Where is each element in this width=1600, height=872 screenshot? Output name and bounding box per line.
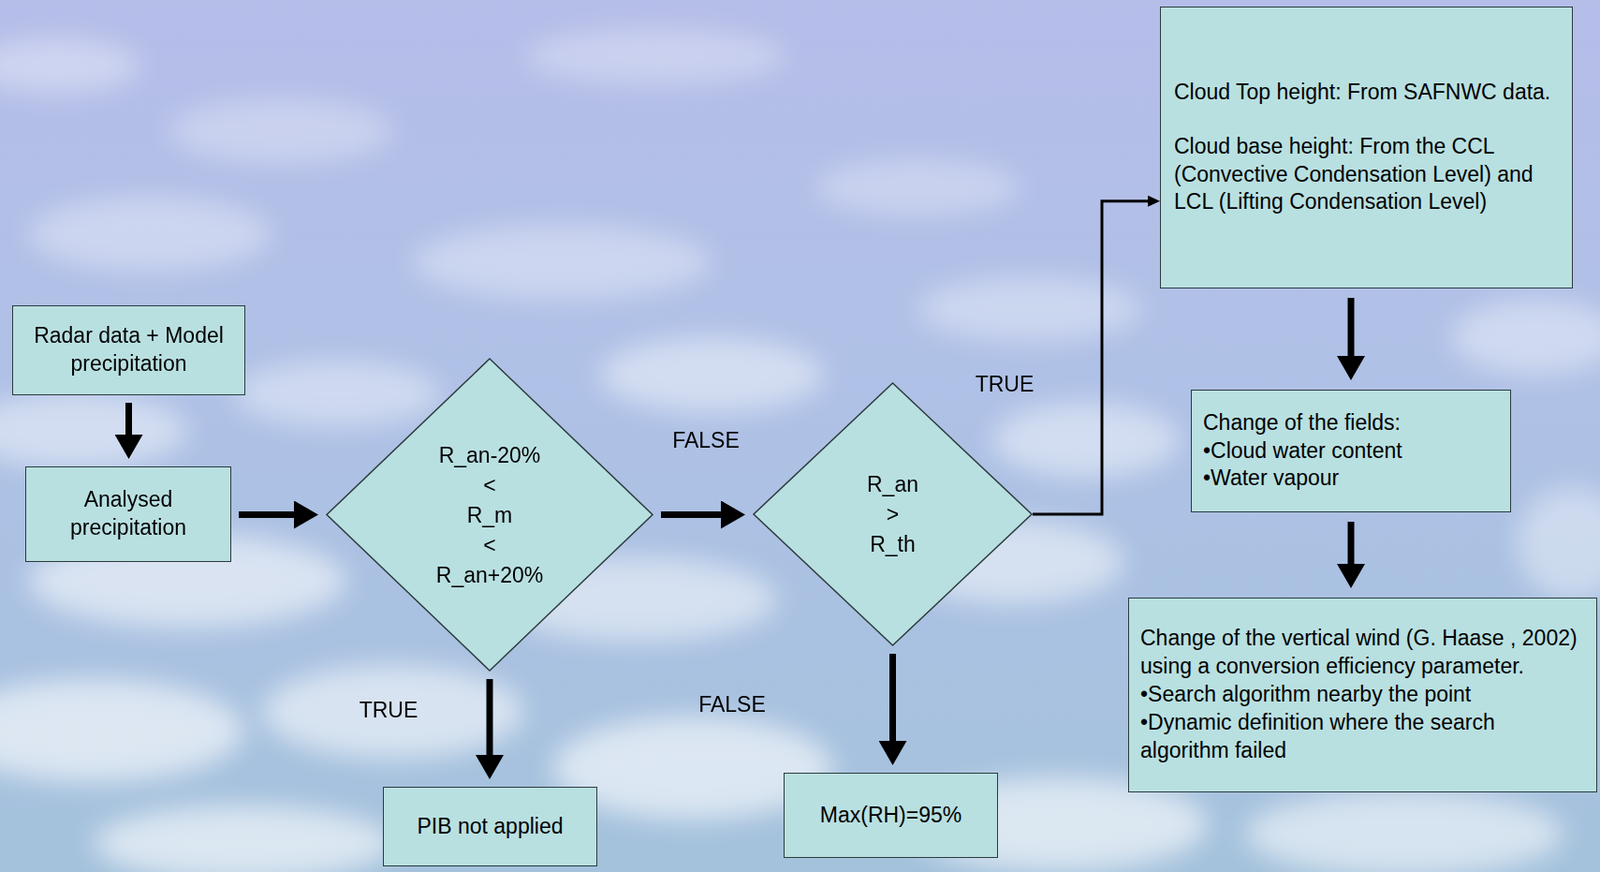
process-box: Analysed precipitation [25, 466, 232, 562]
box-text: •Search algorithm nearby the point [1140, 680, 1586, 709]
box-text: Change of the vertical wind (G. Haase , … [1140, 624, 1586, 681]
input-box: Radar data + Model precipitation [12, 305, 246, 396]
branch-label: TRUE [975, 371, 1035, 397]
condition-text: R_an > R_th [866, 469, 919, 559]
branch-label: FALSE [698, 691, 766, 718]
decision-diamond: R_an-20% < R_m < R_an+20% [325, 357, 654, 672]
box-text: •Cloud water content [1203, 437, 1499, 466]
process-box: Change of the fields:•Cloud water conten… [1190, 389, 1512, 513]
branch-label: FALSE [672, 427, 740, 454]
box-text: PIB not applied [393, 812, 588, 841]
branch-label: TRUE [359, 697, 419, 723]
decision-diamond: R_an > R_th [752, 381, 1033, 646]
box-text: •Water vapour [1203, 464, 1499, 493]
diamond-shape [753, 382, 1032, 646]
process-box: Cloud Top height: From SAFNWC data. Cloud… [1159, 6, 1573, 289]
flow-arrow [238, 511, 294, 518]
condition-text: R_an-20% < R_m < R_an+20% [436, 440, 544, 590]
flow-arrow [1032, 201, 1148, 514]
flow-arrow [486, 678, 494, 755]
flow-arrow [660, 511, 721, 518]
box-text: Radar data + Model precipitation [22, 322, 235, 379]
terminal-box: Max(RH)=95% [783, 772, 999, 858]
box-text: Cloud base height: From the CCL (Convect… [1174, 132, 1559, 218]
flow-arrow [125, 402, 133, 435]
box-text: •Dynamic definition where the search alg… [1140, 708, 1586, 765]
flow-arrow [1348, 521, 1355, 564]
diamond-shape [326, 358, 653, 671]
process-box: Change of the vertical wind (G. Haase , … [1128, 597, 1598, 793]
terminal-box: PIB not applied [382, 786, 598, 867]
box-text: Cloud Top height: From SAFNWC data. [1174, 78, 1559, 107]
flow-arrow [889, 653, 896, 741]
box-text: Analysed precipitation [35, 485, 221, 543]
flow-arrow [1348, 297, 1355, 356]
box-text: Max(RH)=95% [793, 801, 988, 830]
box-text: Change of the fields: [1203, 409, 1499, 438]
clouds [0, 28, 1600, 872]
